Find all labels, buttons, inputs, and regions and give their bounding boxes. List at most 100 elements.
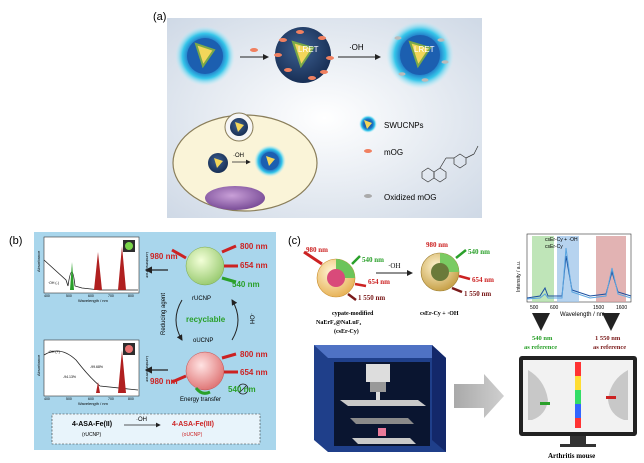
rucnp-654: 654 nm [240,261,268,270]
top-spectrum-ticks: 400 500 600 700 800 [44,294,134,298]
pct-9413: -94.13% [63,375,76,379]
swucnp-oxidized-particle [386,21,454,89]
panel-c: (c) 980 nm 540 nm 654 nm 1 550 nm cypate… [288,233,637,460]
top-absorbance-label: Absorbance [36,250,41,272]
big-grey-arrow [454,374,504,418]
right-em-540: 540 nm [468,248,490,256]
mog-molecule-icon [250,48,258,52]
pct-9968: -99.68% [90,365,103,369]
spectrum-legend-1: csEr-Cy + ·OH [545,237,578,243]
top-oh-minus-label: ·OH (-) [48,281,59,285]
legend-swucnps: SWUCNPs [384,121,424,130]
oucnp-980: 980 nm [150,377,178,386]
left-ex: 980 nm [306,246,328,254]
spectrum-xlabel: Wavelength / nm [560,312,605,318]
left-em-1550: 1 550 nm [358,294,385,302]
left-em-540: 540 nm [362,256,384,264]
cycle-rucnp: rUCNP [192,296,211,302]
spectrum-ticks: 500 600 1500 1600 [530,305,627,311]
lret-label-1: LRET [298,45,319,54]
svg-text:500: 500 [66,294,72,298]
mog-structure-icon [421,145,479,183]
panel-a: (a) LRET ·OH [153,11,482,218]
mouse-caption: Arthritis mouse [548,452,595,460]
svg-text:400: 400 [44,397,50,401]
caption-left-line3: (csEr-Cy) [334,328,359,335]
svg-text:800: 800 [128,294,134,298]
energy-transfer-label: Energy transfer [180,397,221,403]
svg-text:1500: 1500 [593,305,604,311]
bottom-absorbance-label: Absorbance [36,354,41,376]
panel-c-label: (c) [288,235,301,247]
cycle-reducing-agent: Reducing agent [161,293,167,335]
panel-c-spectrum: Intensity / a.u. csEr-Cy + ·OH csEr-Cy 5… [516,233,632,318]
svg-text:700: 700 [108,294,114,298]
bottom-xlabel: Wavelength / nm [78,401,109,406]
legend-oxidized-mog: Oxidized mOG [384,193,436,202]
lret-label-2: LRET [414,45,435,54]
oucnp-654: 654 nm [240,368,268,377]
ref-left-2: as reference [524,344,557,351]
svg-text:400: 400 [44,294,50,298]
ref-right-2: as reference [593,344,626,351]
svg-text:600: 600 [550,305,559,311]
spectrum-ylabel: Intensity / a.u. [516,261,522,292]
swucnp-particle-1 [175,26,235,86]
monitor [519,356,637,447]
caption-right: csEr-Cy + ·OH [420,311,459,317]
imaging-instrument [314,345,446,452]
oucnp-540: 540 nm [228,385,256,394]
bottom-spectrum: Absorbance Luminescence ·OH (+) -94.13% … [36,339,150,406]
rucnp-particle [171,244,238,286]
reaction-left-sub: (rUCNP) [82,432,101,438]
svg-text:500: 500 [530,305,539,311]
oucnp-particle [171,351,249,395]
caption-left-line2: NaErF₄@NaLuF₄ [316,320,361,326]
oucnp-800: 800 nm [240,350,268,359]
bottom-spectrum-ticks: 400 500 600 700 800 [44,397,134,401]
legend-oxidized-icon [364,194,372,198]
caption-left-line1: cypate-modified [332,311,374,317]
cell-oh-label: ·OH [233,153,244,159]
ref-right-1: 1 550 nm [595,335,621,342]
ref-left-1: 540 nm [532,335,553,342]
legend-mog-icon [364,149,372,153]
reaction-right-sub: (oUCNP) [182,432,203,438]
panel-a-legend: SWUCNPs mOG Oxidized mOG [359,115,479,202]
bottom-oh-plus-label: ·OH (+) [48,350,60,354]
panel-b: (b) Absorbance Luminescence ·OH (-) 400 … [9,232,276,450]
cell-illustration [172,112,318,212]
spectrum-legend-2: csEr-Cy [545,244,563,250]
panel-a-label: (a) [153,11,166,23]
top-luminescence-label: Luminescence [145,252,150,279]
oh-arrow-label: ·OH [349,43,364,52]
top-xlabel: Wavelength / nm [78,298,109,303]
reaction-left: 4-ASA-Fe(II) [72,421,112,428]
panel-b-label: (b) [9,235,22,247]
top-spectrum: Absorbance Luminescence ·OH (-) 400 500 … [36,236,150,303]
svg-text:1600: 1600 [616,305,627,311]
reaction-right: 4-ASA-Fe(III) [172,421,214,428]
legend-mog: mOG [384,148,403,157]
svg-text:500: 500 [66,397,72,401]
csercy-oh-sphere [420,249,471,294]
left-em-654: 654 nm [368,278,390,286]
csercy-sphere [303,250,367,301]
cycle-recyclable: recyclable [186,315,226,324]
svg-text:600: 600 [88,294,94,298]
svg-text:800: 800 [128,397,134,401]
reaction-box: 4-ASA-Fe(II) (rUCNP) ·OH 4-ASA-Fe(III) (… [51,413,261,445]
cell-nucleus [205,186,265,210]
right-em-654: 654 nm [472,276,494,284]
svg-text:600: 600 [88,397,94,401]
cycle-oucnp: oUCNP [193,338,213,344]
rucnp-540: 540 nm [232,280,260,289]
panel-c-arrow-label: ·OH [388,262,400,270]
svg-text:700: 700 [108,397,114,401]
right-em-1550: 1 550 nm [464,290,491,298]
right-ex: 980 nm [426,241,448,249]
reaction-arrow-label: ·OH [136,417,147,423]
rucnp-980: 980 nm [150,252,178,261]
cycle-oh: ·OH [248,313,254,324]
